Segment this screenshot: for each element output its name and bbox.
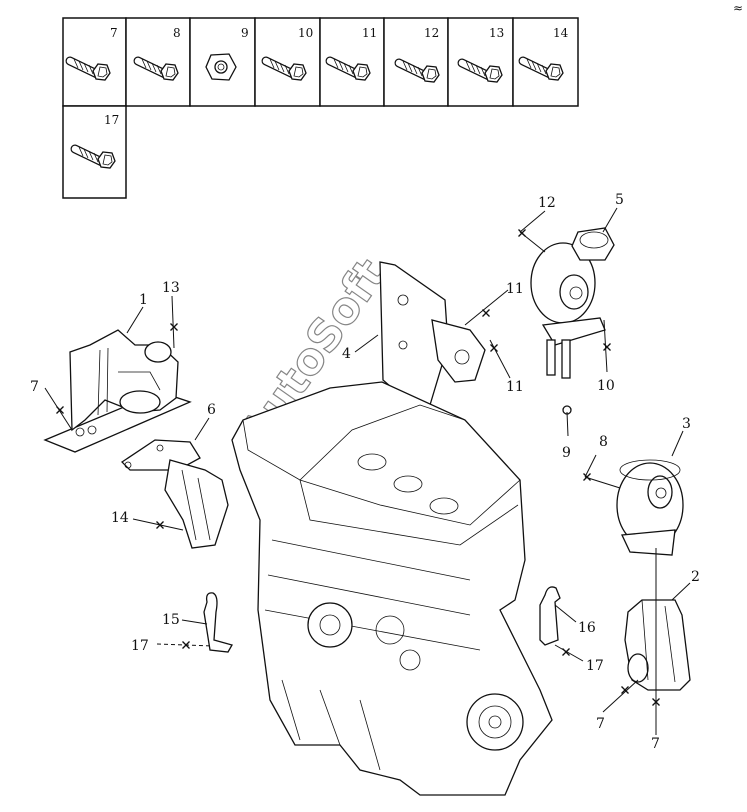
fastener-cell-12: 12	[383, 17, 449, 107]
callout-7-bottom-left: 7	[596, 716, 605, 732]
callout-6: 6	[207, 402, 216, 418]
fastener-cell-14: 14	[512, 17, 579, 107]
hook-bracket-16	[539, 586, 561, 646]
callout-7-bottom-right: 7	[651, 736, 660, 752]
callout-5: 5	[615, 192, 624, 208]
fastener-number-13: 13	[489, 26, 504, 40]
callout-14: 14	[111, 510, 129, 526]
callout-17-right: 17	[586, 658, 604, 674]
fastener-number-11: 11	[362, 26, 377, 40]
callout-16: 16	[578, 620, 596, 636]
fastener-number-12: 12	[424, 26, 439, 40]
callout-2: 2	[691, 569, 700, 585]
left-engine-mount	[43, 329, 192, 453]
callout-7-left: 7	[30, 379, 39, 395]
fastener-cell-8: 8	[125, 17, 191, 107]
fastener-number-10: 10	[298, 26, 313, 40]
fastener-cell-17: 17	[62, 105, 127, 199]
callout-9: 9	[562, 445, 571, 461]
fastener-table: 7 8 9 10 11 12 13	[62, 17, 579, 199]
callout-4: 4	[342, 346, 351, 362]
hook-bracket-15	[203, 592, 233, 653]
callout-12: 12	[538, 195, 556, 211]
leaders	[44, 207, 691, 735]
fastener-number-14: 14	[553, 26, 569, 40]
engine-block	[231, 381, 553, 796]
callout-13: 13	[162, 280, 180, 296]
fastener-cell-10: 10	[254, 17, 321, 107]
callout-10: 10	[597, 378, 615, 394]
callout-8: 8	[599, 434, 608, 450]
corner-mark: ≈	[733, 1, 743, 15]
callout-1: 1	[139, 292, 148, 308]
callout-11-lower: 11	[506, 379, 524, 395]
rear-mount-5	[530, 227, 615, 415]
flange-nut-icon	[205, 53, 237, 81]
fastener-number-9: 9	[241, 26, 249, 40]
callout-15: 15	[162, 612, 180, 628]
lower-bracket-2	[624, 599, 691, 691]
fastener-cell-9: 9	[189, 17, 256, 107]
fastener-cell-11: 11	[319, 17, 385, 107]
fastener-number-8: 8	[173, 26, 181, 40]
callout-17-left: 17	[131, 638, 149, 654]
mount-plate-4	[379, 261, 486, 409]
fastener-cell-13: 13	[447, 17, 514, 107]
fastener-number-7: 7	[110, 26, 118, 40]
callout-labels: 1 2 3 4 5 6 7 7 7 8 9 10 11 11 12 13 14 …	[30, 192, 700, 752]
fastener-number-17: 17	[104, 113, 119, 127]
side-mount-3	[616, 459, 684, 556]
mount-bracket-6	[120, 439, 229, 549]
fastener-cell-7: 7	[62, 17, 127, 107]
callout-3: 3	[682, 416, 691, 432]
callout-11-upper: 11	[506, 281, 524, 297]
